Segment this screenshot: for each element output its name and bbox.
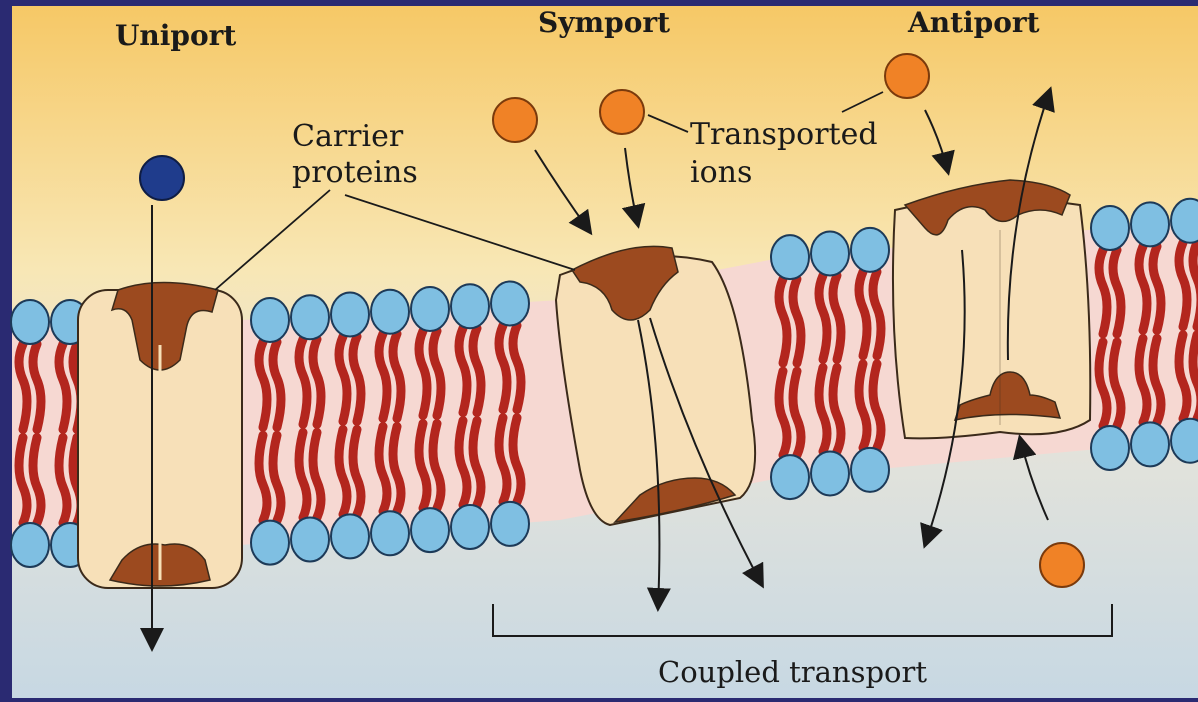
head-outer [251,298,289,342]
symport-ion-1 [493,98,537,142]
carrier-label-line2: proteins [292,155,418,190]
uniport-carrier-protein [78,283,242,589]
head-outer [771,235,809,279]
antiport-title: Antiport [907,6,1040,39]
symport-ion-2 [600,90,644,134]
coupled-transport-label: Coupled transport [658,655,927,689]
head-inner [11,523,49,567]
head-inner [811,451,849,495]
head-inner [371,511,409,555]
ions-label-line2: ions [690,155,752,190]
head-inner [331,514,369,558]
head-outer [291,295,329,339]
head-outer [11,300,49,344]
head-outer [411,287,449,331]
uniport-title: Uniport [115,19,236,52]
head-inner [491,502,529,546]
uniport-ion [140,156,184,200]
antiport-carrier-protein [893,180,1090,438]
carrier-label-line1: Carrier [292,119,404,154]
antiport-ion-in [1040,543,1084,587]
head-outer [491,281,529,325]
symport-title: Symport [538,6,670,39]
head-outer [811,231,849,275]
head-outer [371,290,409,334]
head-inner [291,518,329,562]
head-inner [251,521,289,565]
head-outer [1091,206,1129,250]
head-inner [1091,426,1129,470]
ions-label-line1: Transported [690,117,878,152]
head-inner [851,448,889,492]
head-inner [1131,422,1169,466]
head-outer [331,292,369,336]
head-outer [851,228,889,272]
head-inner [451,505,489,549]
antiport-ion-out [885,54,929,98]
head-inner [771,455,809,499]
head-outer [451,284,489,328]
head-outer [1131,202,1169,246]
symport-carrier-protein [556,246,755,525]
head-inner [411,508,449,552]
